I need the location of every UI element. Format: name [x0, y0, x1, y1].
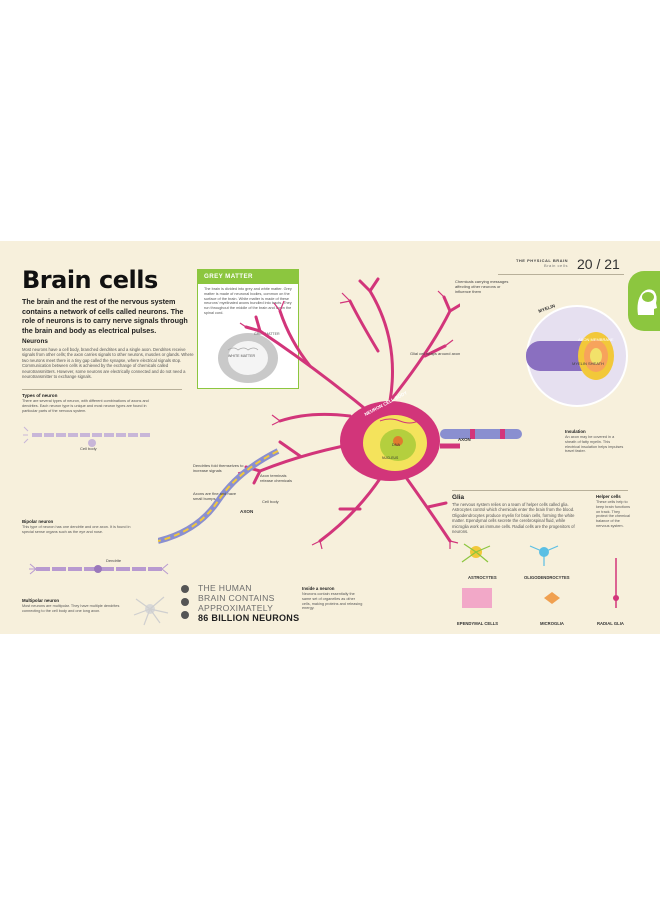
glia-cell-4: MICROGLIA	[540, 621, 564, 626]
grey-matter-body: The brain is divided into grey and white…	[204, 287, 292, 315]
intro-text: The brain and the rest of the nervous sy…	[22, 297, 188, 335]
glia-cell-3: EPENDYMAL CELLS	[457, 621, 499, 626]
left-axon	[158, 448, 280, 544]
brain-section-icon	[218, 333, 278, 383]
types-body: There are several types of neuron, with …	[22, 399, 149, 413]
glia-cells	[461, 543, 619, 608]
neurons-heading: Neurons	[22, 338, 48, 345]
glia-body: The nervous system relies on a team of h…	[452, 502, 575, 535]
helper-body: These cells help to keep brain functions…	[596, 500, 630, 528]
header-rule	[498, 274, 624, 275]
multipolar-neuron	[133, 596, 169, 626]
inside-heading: Inside a neuron	[302, 586, 335, 591]
insulation-heading: Insulation	[565, 429, 586, 434]
inside-body: Neurons contain essentially the same set…	[302, 592, 363, 611]
glia-cell-1: ASTROCYTES	[468, 575, 497, 580]
glia-heading: Glia	[452, 494, 465, 501]
axon-label-right: AXON	[458, 437, 471, 442]
book-spread: Brain cells The brain and the rest of th…	[0, 241, 660, 634]
page-title: Brain cells	[22, 266, 158, 294]
unipolar-note: Cell body	[80, 446, 97, 451]
head-icon	[637, 289, 657, 315]
insulation-body: An axon may be covered in a sheath of fa…	[565, 435, 624, 454]
bipolar-neuron	[29, 563, 169, 575]
page-numbers: 20 / 21	[577, 256, 620, 272]
axon-label-left: AXON	[240, 509, 254, 514]
side-tab	[628, 271, 660, 331]
bipolar-heading: Bipolar neuron	[22, 519, 54, 524]
types-heading: Types of neuron	[22, 393, 58, 398]
grey-matter-box: GREY MATTER The brain is divided into gr…	[197, 269, 299, 389]
note-glial: Glial cell wraps around axon	[410, 351, 461, 356]
human-brain-fact: THE HUMAN BRAIN CONTAINS APPROXIMATELY 8…	[198, 583, 300, 623]
axon-membrane-label: AXON MEMBRANE	[578, 337, 614, 342]
running-head: THE PHYSICAL BRAIN Brain cells	[515, 258, 568, 268]
bipolar-body: This type of neuron has one dendrite and…	[22, 525, 131, 534]
multipolar-body: Most neurons are multipolar. They have m…	[22, 604, 120, 613]
helper-heading: Helper cells	[596, 494, 621, 499]
dna-label: DNA	[392, 443, 401, 447]
grey-matter-heading: GREY MATTER	[204, 273, 253, 280]
right-axon	[440, 429, 522, 439]
white-matter-label: WHITE MATTER	[228, 354, 256, 358]
note-synapse-a: Dendrites fold themselves to increase si…	[193, 463, 244, 473]
note-synapse-b: Axons are fine and have small bumps	[193, 491, 237, 501]
myelin-detail	[526, 305, 628, 407]
note-axon: Axon terminals release chemicals	[260, 473, 293, 483]
note-dendrite: Dendrite	[106, 558, 122, 563]
multipolar-heading: Multipolar neuron	[22, 598, 60, 603]
nucleus-label: NUCLEUS	[382, 456, 399, 460]
neuron-diagram	[237, 277, 460, 550]
unipolar-neuron	[23, 426, 152, 447]
glia-cell-2: OLIGODENDROCYTES	[524, 575, 570, 580]
note-chemicals: Chemicals carrying messages affecting ot…	[455, 279, 509, 294]
note-cell-body: Cell body	[262, 499, 279, 504]
neuron-icons	[181, 585, 189, 619]
neurons-body: Most neurons have a cell body, branched …	[22, 347, 194, 380]
myelin-sheath-label: MYELIN SHEATH	[572, 361, 604, 366]
glia-cell-5: RADIAL GLIA	[597, 621, 624, 626]
